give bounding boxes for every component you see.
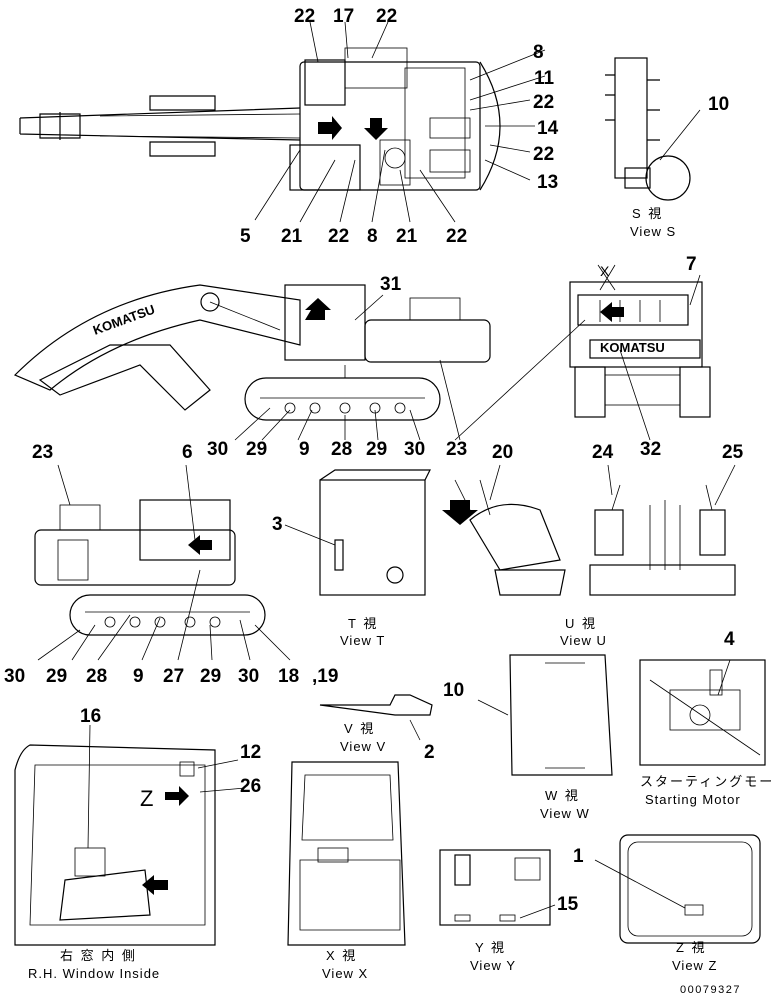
callout-27: 27 bbox=[163, 666, 184, 687]
front-brand-label: KOMATSU bbox=[600, 340, 665, 355]
callout-22: 22 bbox=[376, 6, 397, 27]
view-t-drawing bbox=[319, 469, 431, 596]
callout-10: 10 bbox=[708, 94, 729, 115]
callout-4: 4 bbox=[724, 629, 735, 650]
callout-16: 16 bbox=[80, 706, 101, 727]
view-z-drawing bbox=[594, 834, 761, 944]
callout-30: 30 bbox=[404, 439, 425, 460]
callout-17: 17 bbox=[333, 6, 354, 27]
callout-26: 26 bbox=[240, 776, 261, 797]
callout-10: 10 bbox=[443, 680, 464, 701]
view-x-en: View X bbox=[322, 966, 368, 981]
callout-12: 12 bbox=[240, 742, 261, 763]
view-w-en: View W bbox=[540, 806, 590, 821]
callout-numbers: 22 17 22 8 11 22 14 22 13 5 21 22 8 21 2… bbox=[4, 6, 744, 915]
drawing-number: 00079327 bbox=[680, 984, 741, 996]
callout-24: 24 bbox=[592, 442, 614, 463]
view-y-en: View Y bbox=[470, 958, 516, 973]
callout-23: 23 bbox=[446, 439, 467, 460]
excavator-front-view: KOMATSU X bbox=[454, 263, 711, 441]
view-y-drawing bbox=[439, 849, 556, 926]
callout-20: 20 bbox=[492, 442, 513, 463]
view-w-drawing bbox=[477, 654, 613, 776]
callout-29: 29 bbox=[46, 666, 67, 687]
view-s-jp: S 視 bbox=[632, 206, 663, 221]
callout-30: 30 bbox=[4, 666, 25, 687]
callout-21: 21 bbox=[396, 226, 418, 247]
callout-5: 5 bbox=[240, 226, 251, 247]
callout-7: 7 bbox=[686, 254, 697, 275]
mid-leaders bbox=[37, 464, 736, 661]
view-v-drawing bbox=[319, 694, 433, 741]
callout-8: 8 bbox=[533, 42, 544, 63]
view-t-jp: T 視 bbox=[348, 616, 378, 631]
callout-22: 22 bbox=[294, 6, 315, 27]
callout-23: 23 bbox=[32, 442, 53, 463]
callout-29: 29 bbox=[246, 439, 267, 460]
top-plan-view bbox=[19, 47, 501, 191]
callout-13: 13 bbox=[537, 172, 558, 193]
view-w-jp: W 視 bbox=[545, 788, 580, 803]
view-u-jp: U 視 bbox=[565, 616, 597, 631]
top-leaders bbox=[254, 21, 701, 223]
callout-22: 22 bbox=[328, 226, 349, 247]
callout-1: 1 bbox=[573, 846, 584, 867]
view-u-levers-drawing bbox=[589, 484, 736, 596]
callout-14: 14 bbox=[537, 118, 559, 139]
callout-18: 18 bbox=[278, 666, 299, 687]
starting-motor-jp: スターティングモータ bbox=[640, 774, 772, 789]
view-s-en: View S bbox=[630, 224, 676, 239]
callout-3: 3 bbox=[272, 514, 283, 535]
callout-22: 22 bbox=[533, 144, 554, 165]
view-y-jp: Y 視 bbox=[475, 940, 506, 955]
boom-brand-label: KOMATSU bbox=[91, 302, 157, 338]
view-captions: S 視 View S T 視 View T U 視 View U V 視 Vie… bbox=[28, 206, 772, 996]
starting-motor-drawing bbox=[639, 659, 766, 766]
callout-29: 29 bbox=[366, 439, 387, 460]
view-u-en: View U bbox=[560, 633, 607, 648]
callout-19: ,19 bbox=[312, 666, 338, 687]
starting-motor-en: Starting Motor bbox=[645, 792, 741, 807]
view-v-jp: V 視 bbox=[344, 721, 375, 736]
callout-11: 11 bbox=[534, 68, 555, 89]
view-u-seat-drawing bbox=[442, 479, 566, 596]
callout-6: 6 bbox=[182, 442, 193, 463]
excavator-rear-side-view bbox=[34, 499, 266, 636]
view-x-jp: X 視 bbox=[326, 948, 357, 963]
callout-15: 15 bbox=[557, 894, 579, 915]
view-x-door-drawing bbox=[287, 761, 406, 946]
rh-window-en: R.H. Window Inside bbox=[28, 966, 160, 981]
callout-8: 8 bbox=[367, 226, 378, 247]
callout-9: 9 bbox=[299, 439, 310, 460]
view-s-drawing bbox=[605, 57, 691, 201]
callout-25: 25 bbox=[722, 442, 744, 463]
view-z-jp: Z 視 bbox=[676, 940, 707, 955]
excavator-side-view: KOMATSU bbox=[13, 284, 491, 421]
callout-31: 31 bbox=[380, 274, 402, 295]
callout-28: 28 bbox=[86, 666, 107, 687]
callout-21: 21 bbox=[281, 226, 303, 247]
view-t-en: View T bbox=[340, 633, 385, 648]
callout-30: 30 bbox=[238, 666, 259, 687]
callout-28: 28 bbox=[331, 439, 352, 460]
view-v-en: View V bbox=[340, 739, 386, 754]
callout-32: 32 bbox=[640, 439, 661, 460]
callout-22: 22 bbox=[533, 92, 554, 113]
callout-9: 9 bbox=[133, 666, 144, 687]
view-x-mark: X bbox=[600, 263, 610, 279]
view-z-en: View Z bbox=[672, 958, 718, 973]
rh-window-jp: 右 窓 内 側 bbox=[60, 948, 137, 963]
side-leaders bbox=[234, 274, 701, 441]
callout-2: 2 bbox=[424, 742, 435, 763]
callout-29: 29 bbox=[200, 666, 221, 687]
view-z-mark: Z bbox=[140, 786, 153, 811]
callout-30: 30 bbox=[207, 439, 228, 460]
callout-22: 22 bbox=[446, 226, 467, 247]
rh-window-inside-drawing: Z bbox=[14, 724, 246, 946]
